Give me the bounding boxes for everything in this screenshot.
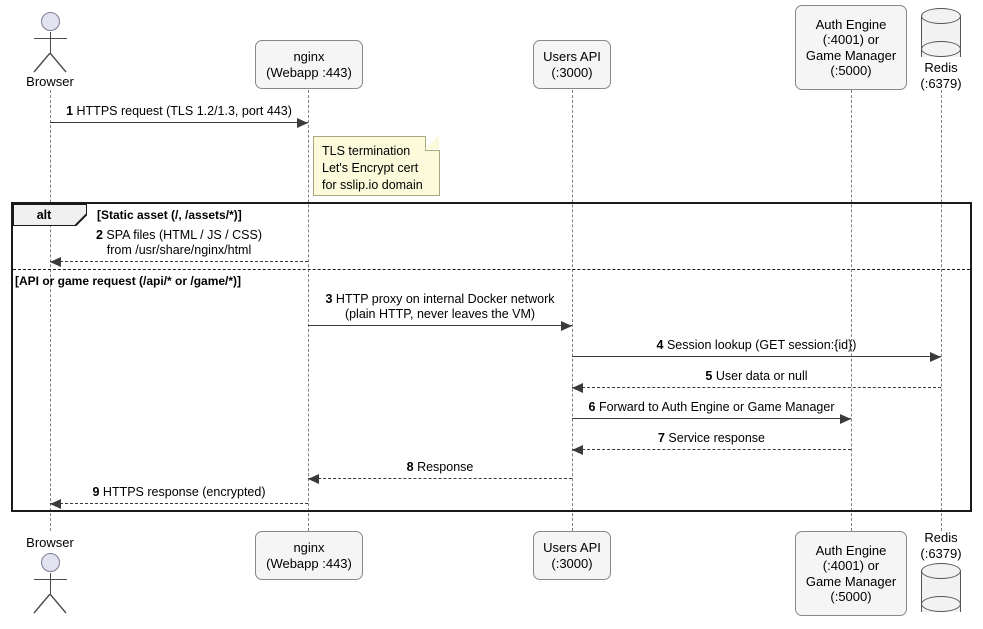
message-seq-2: 2 <box>95 228 103 242</box>
message-line-8 <box>308 478 572 479</box>
message-line-2 <box>50 261 308 262</box>
db-cylinder-top <box>921 563 961 579</box>
database-redis-top[interactable] <box>921 8 961 57</box>
database-label-redis-bottom: Redis (:6379) <box>920 530 962 561</box>
db-cylinder-bottom <box>921 41 961 57</box>
lifeline-nginx <box>308 90 309 531</box>
message-arrowhead-7 <box>572 444 583 455</box>
message-arrowhead-2 <box>50 256 61 267</box>
message-arrowhead-6 <box>840 413 851 424</box>
message-seq-6: 6 <box>588 400 596 414</box>
message-label-2: 2 SPA files (HTML / JS / CSS)from /usr/s… <box>95 228 262 257</box>
participant-box-nginx-bottom[interactable]: nginx (Webapp :443) <box>255 531 363 580</box>
message-arrowhead-3 <box>561 320 572 331</box>
actor-torso <box>50 32 52 54</box>
participant-label-usersapi-top: Users API (:3000) <box>543 49 601 80</box>
message-arrowhead-1 <box>297 117 308 128</box>
message-line-5 <box>572 387 941 388</box>
message-seq-1: 1 <box>66 104 74 118</box>
participant-box-usersapi-top[interactable]: Users API (:3000) <box>533 40 611 89</box>
message-line-3 <box>308 325 572 326</box>
participant-box-nginx-top[interactable]: nginx (Webapp :443) <box>255 40 363 89</box>
actor-legs <box>33 593 67 614</box>
message-line-9 <box>50 503 308 504</box>
alt-fragment <box>11 202 972 512</box>
message-label-6: 6 Forward to Auth Engine or Game Manager <box>588 400 835 414</box>
participant-label-nginx-bottom: nginx (Webapp :443) <box>266 540 352 571</box>
message-label-7: 7 Service response <box>657 431 765 445</box>
message-label-3: 3 HTTP proxy on internal Docker network(… <box>325 292 555 321</box>
alt-tab-shape <box>13 204 87 226</box>
message-line-4 <box>572 356 941 357</box>
participant-label-usersapi-bottom: Users API (:3000) <box>543 540 601 571</box>
message-seq-3: 3 <box>325 292 333 306</box>
lifeline-browser <box>50 90 51 531</box>
actor-arms <box>34 38 67 40</box>
participant-box-usersapi-bottom[interactable]: Users API (:3000) <box>533 531 611 580</box>
alt-branch-condition-1: [API or game request (/api/* or /game/*)… <box>15 274 242 288</box>
message-seq-4: 4 <box>656 338 664 352</box>
alt-branch-divider <box>13 269 970 270</box>
message-line-6 <box>572 418 851 419</box>
message-arrowhead-5 <box>572 382 583 393</box>
participant-box-authgame-top[interactable]: Auth Engine (:4001) or Game Manager (:50… <box>795 5 907 90</box>
message-seq-7: 7 <box>657 431 665 445</box>
message-label-8: 8 Response <box>406 460 474 474</box>
note-fold-corner <box>425 135 440 151</box>
message-arrowhead-8 <box>308 473 319 484</box>
message-seq-9: 9 <box>92 485 100 499</box>
actor-label-browser-bottom: Browser <box>26 535 74 550</box>
message-arrowhead-4 <box>930 351 941 362</box>
alt-branch-condition-0: [Static asset (/, /assets/*)] <box>97 208 242 222</box>
database-redis-bottom[interactable] <box>921 563 961 612</box>
message-label-1: 1 HTTPS request (TLS 1.2/1.3, port 443) <box>66 104 292 118</box>
message-seq-8: 8 <box>406 460 414 474</box>
participant-box-authgame-bottom[interactable]: Auth Engine (:4001) or Game Manager (:50… <box>795 531 907 616</box>
database-label-redis-top: Redis (:6379) <box>920 60 962 91</box>
actor-head-icon <box>40 12 60 31</box>
alt-fragment-tab <box>13 204 87 226</box>
lifeline-redis <box>941 90 942 531</box>
message-label-9: 9 HTTPS response (encrypted) <box>92 485 266 499</box>
lifeline-authgame <box>851 90 852 531</box>
participant-label-nginx-top: nginx (Webapp :443) <box>266 49 352 80</box>
alt-operator-label: alt <box>36 208 52 222</box>
message-line-1 <box>50 122 308 123</box>
participant-label-authgame-bottom: Auth Engine (:4001) or Game Manager (:50… <box>805 542 897 605</box>
actor-legs <box>33 52 67 73</box>
message-arrowhead-9 <box>50 498 61 509</box>
actor-label-browser-top: Browser <box>26 74 74 89</box>
message-label-4: 4 Session lookup (GET session:{id}) <box>656 338 857 352</box>
lifeline-usersapi <box>572 90 573 531</box>
actor-head-icon <box>40 553 60 572</box>
note-tls-termination: TLS termination Let's Encrypt cert for s… <box>313 135 440 196</box>
db-cylinder-top <box>921 8 961 24</box>
participant-label-authgame-top: Auth Engine (:4001) or Game Manager (:50… <box>805 16 897 79</box>
message-line-7 <box>572 449 851 450</box>
actor-arms <box>34 579 67 581</box>
db-cylinder-bottom <box>921 596 961 612</box>
message-label-5: 5 User data or null <box>705 369 808 383</box>
message-seq-5: 5 <box>705 369 713 383</box>
actor-torso <box>50 573 52 595</box>
